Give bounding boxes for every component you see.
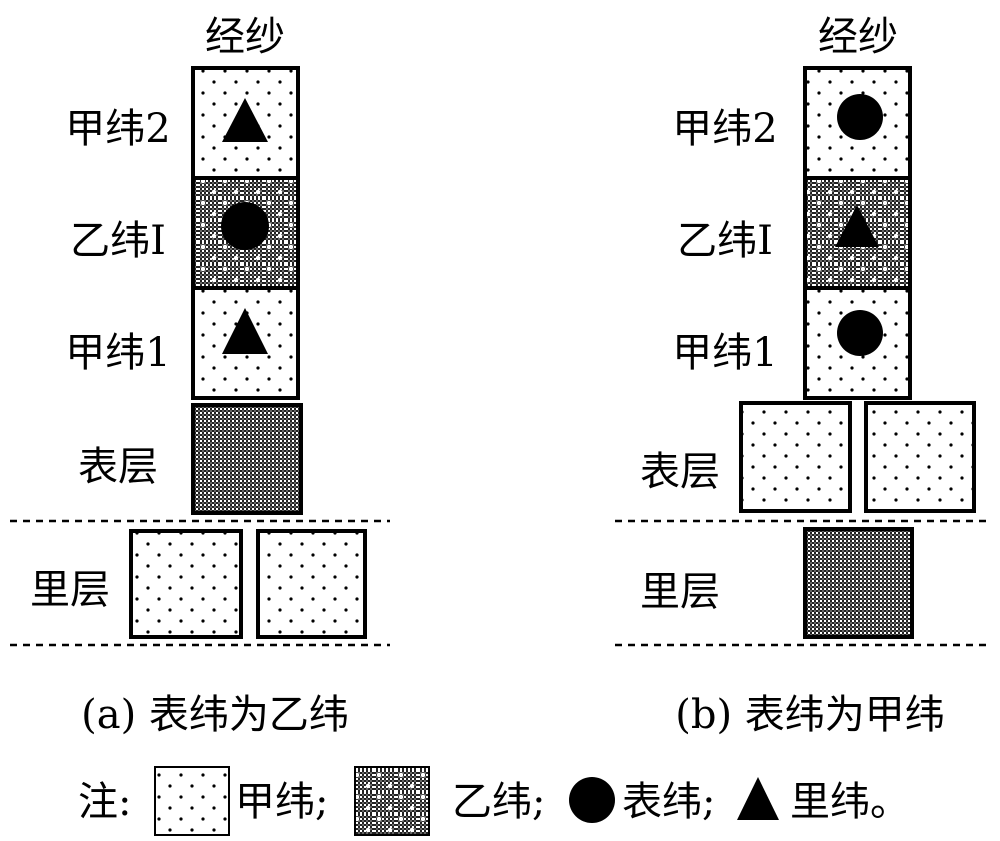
surface-layer-cell <box>191 403 303 515</box>
back-label: 里层 <box>30 567 110 613</box>
row-label: 甲纬1 <box>672 330 777 376</box>
surface-layer-cell <box>739 401 852 513</box>
triangle-icon <box>222 308 268 354</box>
row-label: 乙纬Ⅰ <box>677 218 773 264</box>
circle-icon <box>569 777 615 823</box>
triangle-icon <box>737 777 779 820</box>
back-layer-cell <box>256 529 367 639</box>
caption: (b) 表纬为甲纬 <box>675 692 945 738</box>
legend-note: 注: <box>78 779 131 825</box>
panel-a: 经纱 甲纬2 乙纬Ⅰ 甲纬1 表层 里层 (a) 表纬为乙纬 <box>10 14 390 738</box>
warp-label: 经纱 <box>205 14 285 60</box>
row-label: 甲纬2 <box>672 106 777 152</box>
legend-back-weft: 里纬。 <box>790 779 910 825</box>
triangle-icon <box>835 205 879 247</box>
row-label: 甲纬1 <box>65 330 170 376</box>
circle-icon <box>837 94 883 140</box>
warp-label: 经纱 <box>818 14 898 60</box>
panel-b: 经纱 甲纬2 乙纬Ⅰ 甲纬1 表层 里层 (b) 表纬为甲纬 <box>615 14 990 738</box>
row-label: 甲纬2 <box>65 106 170 152</box>
legend-weft-a: 甲纬; <box>235 779 328 825</box>
back-layer-cell <box>803 527 914 639</box>
row-label: 乙纬Ⅰ <box>70 218 166 264</box>
circle-icon <box>837 310 883 356</box>
legend-face-weft: 表纬; <box>622 779 715 825</box>
legend-weft-b-swatch <box>354 766 430 836</box>
back-layer-cell <box>129 529 243 639</box>
surface-layer-cell <box>864 401 976 513</box>
circle-icon <box>221 202 269 250</box>
legend-weft-a-swatch <box>154 766 230 836</box>
caption: (a) 表纬为乙纬 <box>81 692 349 738</box>
legend: 注: 甲纬; 乙纬; 表纬; 里纬。 <box>78 766 910 836</box>
surface-label: 表层 <box>640 449 720 495</box>
surface-label: 表层 <box>78 444 158 490</box>
triangle-icon <box>222 98 268 142</box>
legend-weft-b: 乙纬; <box>452 779 545 825</box>
back-label: 里层 <box>640 569 720 615</box>
